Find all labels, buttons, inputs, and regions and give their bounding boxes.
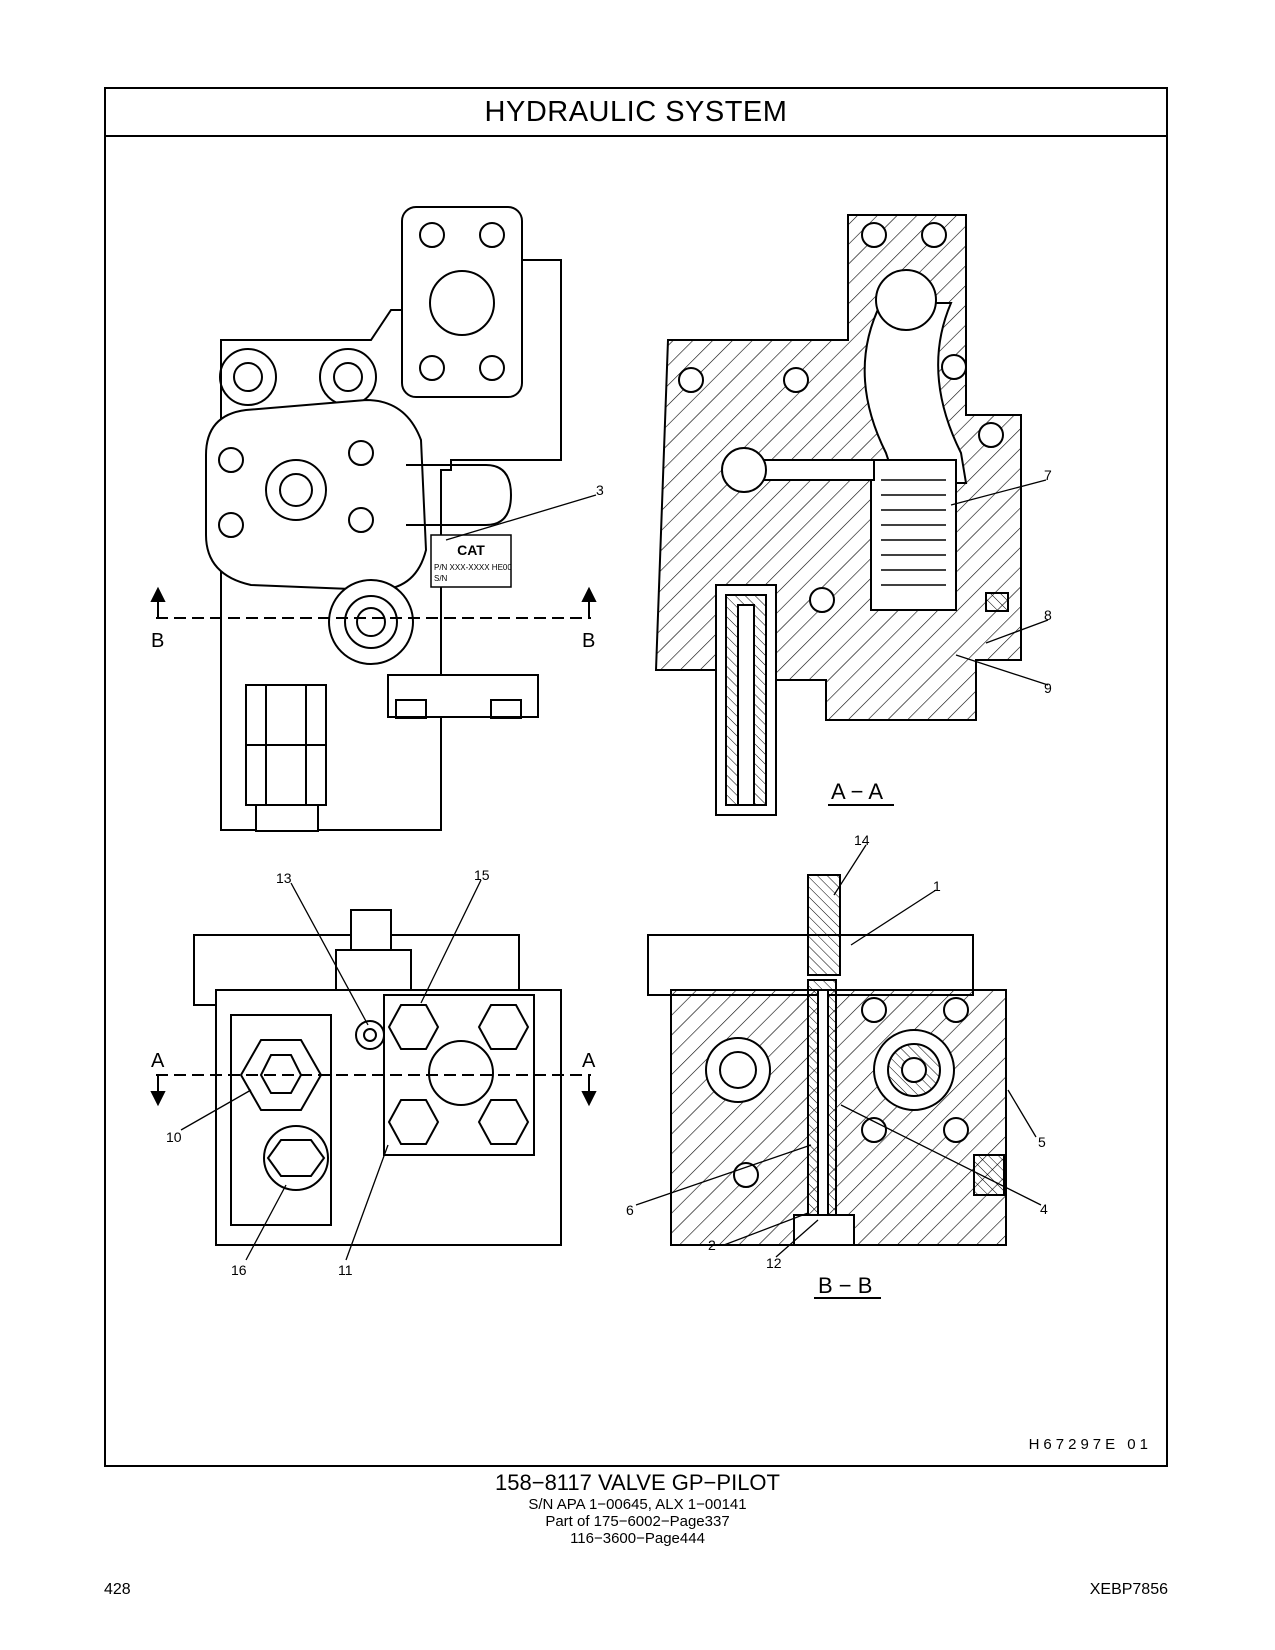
- callout-numbers: 1 2 3 4 5 6 7 8 9 10 11 12 13 14 15 16: [166, 467, 1052, 1278]
- callout-6: 6: [626, 1202, 634, 1218]
- section-label-a-left: A: [151, 1050, 165, 1072]
- caption-reference: 116−3600−Page444: [570, 1530, 705, 1547]
- caption-title: 158−8117 VALVE GP−PILOT: [495, 1470, 780, 1495]
- callout-5: 5: [1038, 1134, 1046, 1150]
- callout-12: 12: [766, 1255, 782, 1271]
- callout-2: 2: [708, 1237, 716, 1253]
- callout-14: 14: [854, 832, 870, 848]
- callout-4: 4: [1040, 1201, 1048, 1217]
- view-top-left: CAT P/N XXX-XXXX HE00 S/N: [150, 206, 597, 832]
- drawing-frame: HYDRAULIC SYSTEM: [104, 87, 1168, 1467]
- section-label-b-left: B: [151, 630, 164, 652]
- exploded-diagram: CAT P/N XXX-XXXX HE00 S/N B B: [150, 206, 1052, 1299]
- callout-3: 3: [596, 482, 604, 498]
- plate-part-number: P/N XXX-XXXX HE00: [434, 563, 512, 572]
- section-label-a-right: A: [582, 1050, 596, 1072]
- callout-9: 9: [1044, 680, 1052, 696]
- view-bottom-left: [150, 909, 597, 1246]
- plate-serial: S/N: [434, 574, 448, 583]
- callout-1: 1: [933, 878, 941, 894]
- view-section-aa: [654, 214, 1022, 816]
- callout-leaders: [180, 479, 1049, 1261]
- section-label-aa: A − A: [831, 779, 883, 804]
- page-title: HYDRAULIC SYSTEM: [106, 89, 1166, 137]
- callout-15: 15: [474, 867, 490, 883]
- callout-13: 13: [276, 870, 292, 886]
- callout-10: 10: [166, 1129, 182, 1145]
- caption-part-of: Part of 175−6002−Page337: [545, 1513, 730, 1530]
- callout-11: 11: [338, 1262, 353, 1278]
- figure-code: H67297E 01: [1028, 1436, 1152, 1453]
- section-label-bb: B − B: [818, 1273, 872, 1298]
- section-label-b-right: B: [582, 630, 595, 652]
- callout-7: 7: [1044, 467, 1052, 483]
- plate-logo: CAT: [457, 542, 485, 558]
- view-section-bb: [647, 874, 1007, 1246]
- callout-16: 16: [231, 1262, 247, 1278]
- document-id: XEBP7856: [1089, 1581, 1168, 1598]
- callout-8: 8: [1044, 607, 1052, 623]
- caption-serial: S/N APA 1−00645, ALX 1−00141: [528, 1496, 747, 1513]
- page-number: 428: [104, 1581, 131, 1598]
